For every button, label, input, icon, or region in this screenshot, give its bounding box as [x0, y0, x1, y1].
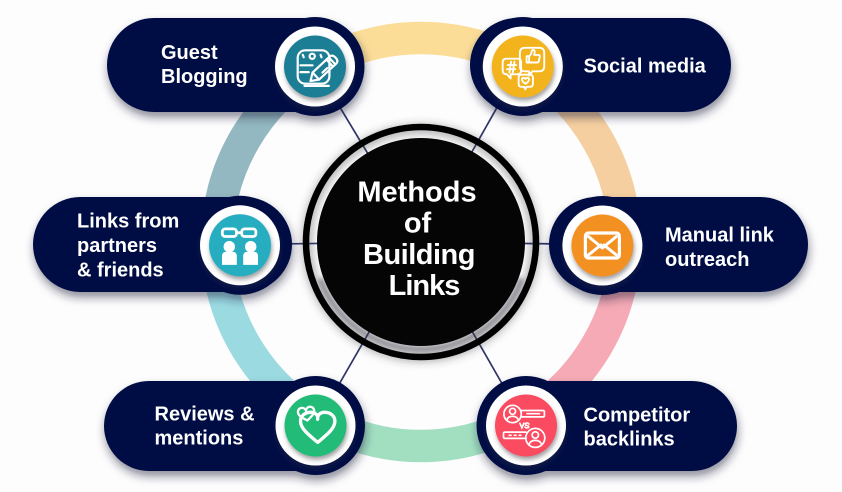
svg-text:Guest: Guest [161, 42, 218, 64]
svg-text:mentions: mentions [155, 428, 244, 450]
svg-text:Competitor: Competitor [584, 404, 691, 426]
svg-text:backlinks: backlinks [584, 429, 675, 451]
svg-text:outreach: outreach [665, 249, 749, 271]
svg-text:Links from: Links from [77, 211, 179, 233]
svg-text:partners: partners [77, 235, 157, 257]
svg-text:Social media: Social media [584, 56, 707, 78]
svg-text:Building: Building [363, 239, 475, 271]
svg-text:Methods: Methods [357, 176, 476, 208]
svg-text:& friends: & friends [77, 260, 164, 282]
svg-text:Blogging: Blogging [161, 66, 248, 88]
svg-text:Reviews &: Reviews & [155, 404, 255, 426]
svg-text:of: of [404, 208, 432, 240]
svg-text:Manual link: Manual link [665, 225, 775, 247]
svg-text:Links: Links [389, 270, 460, 302]
